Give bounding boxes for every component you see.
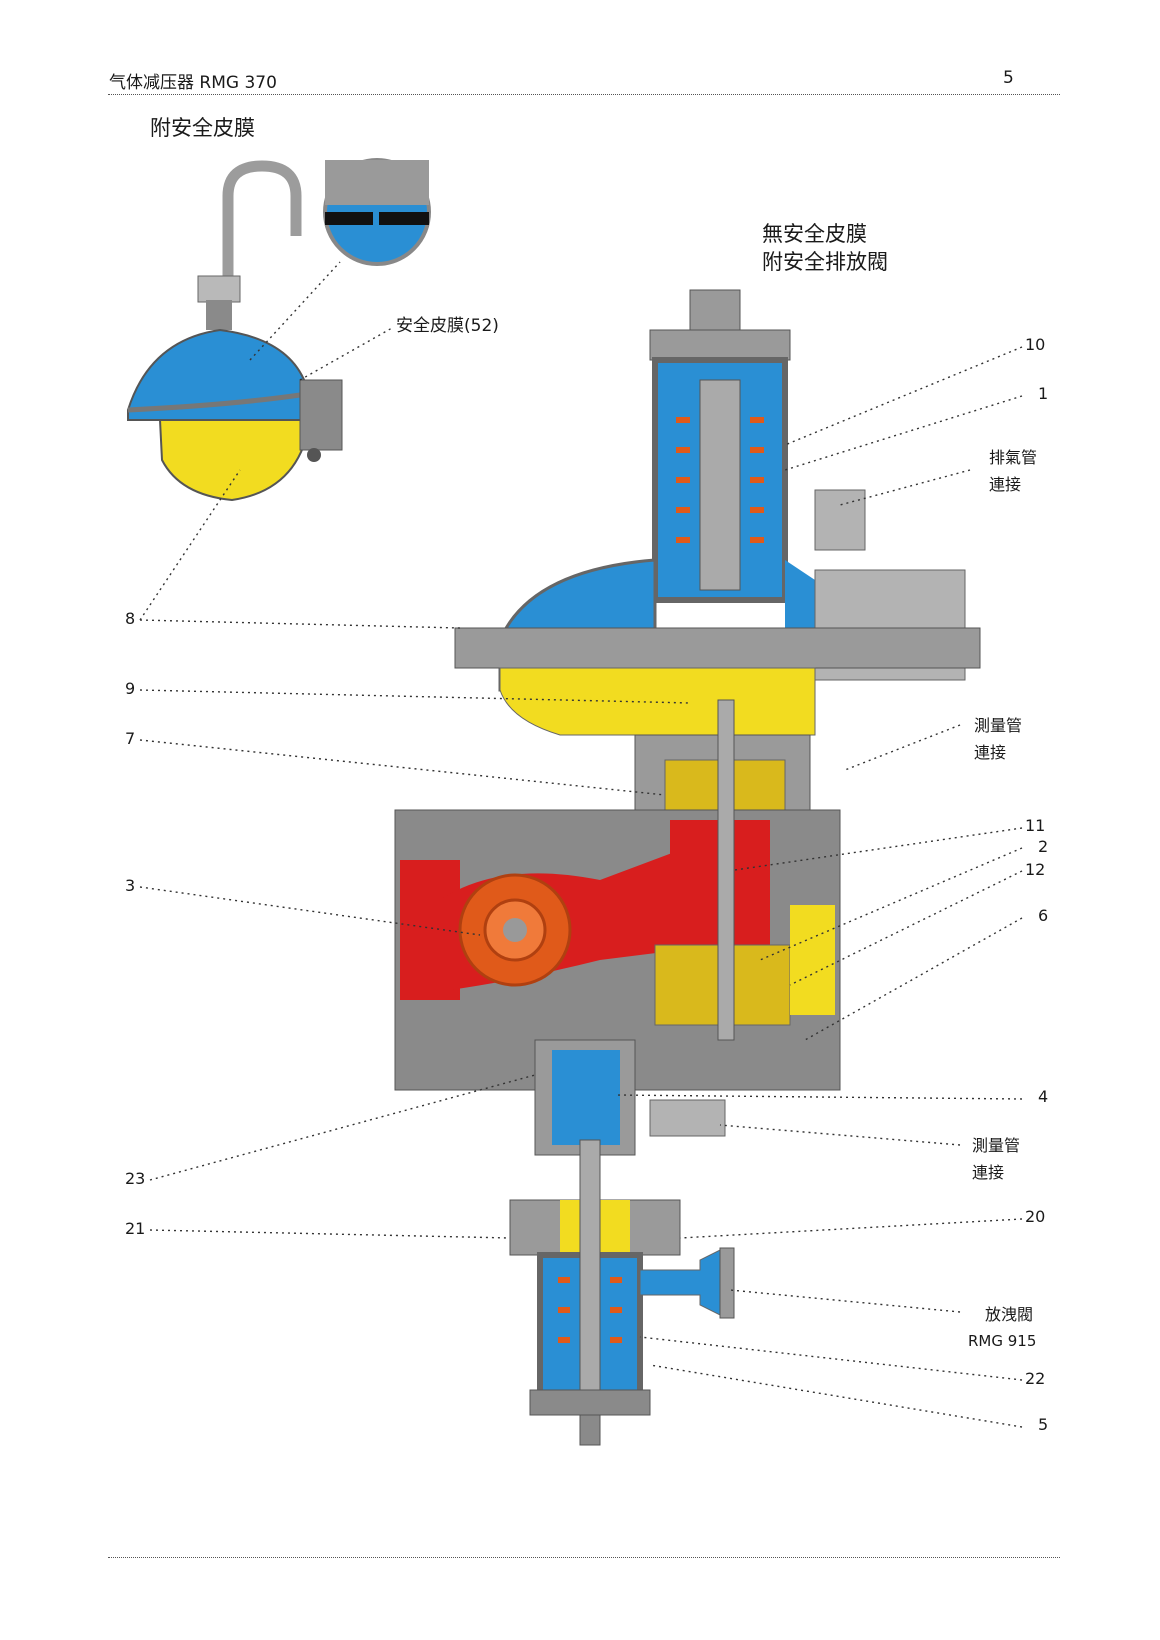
actuator-diaphragm <box>454 489 981 736</box>
part-number-6: 6 <box>1038 906 1049 925</box>
label-relief-valve-2: RMG 915 <box>968 1332 1037 1350</box>
label-vent-connection-1: 排氣管 <box>989 448 1038 467</box>
part-number-10: 10 <box>1025 335 1046 354</box>
part-number-21: 21 <box>125 1219 146 1238</box>
part-number-5: 5 <box>1038 1415 1049 1434</box>
label-safety-membrane: 安全皮膜(52) <box>396 316 499 336</box>
label-measure-connection-a-2: 連接 <box>974 743 1007 762</box>
page-number: 5 <box>1003 68 1014 88</box>
caption-with-membrane: 附安全皮膜 <box>150 116 255 140</box>
part-number-12: 12 <box>1025 860 1046 879</box>
label-vent-connection-2: 連接 <box>989 475 1022 494</box>
part-number-3: 3 <box>125 876 136 895</box>
part-number-7: 7 <box>125 729 136 748</box>
part-number-8: 8 <box>125 609 136 628</box>
actuator-upper <box>649 289 791 603</box>
caption-without-membrane: 無安全皮膜 <box>762 222 867 246</box>
inset-circle-detail <box>323 158 431 266</box>
page-header-title: 气体减压器 RMG 370 <box>109 73 277 93</box>
footer-rule <box>108 1557 1060 1558</box>
part-number-11: 11 <box>1025 816 1046 835</box>
part-number-20: 20 <box>1025 1207 1046 1226</box>
part-number-9: 9 <box>125 679 136 698</box>
part-number-22: 22 <box>1025 1369 1046 1388</box>
label-measure-connection-b-1: 測量管 <box>972 1136 1021 1155</box>
leader-lines <box>139 261 1023 1428</box>
part-number-1: 1 <box>1038 384 1049 403</box>
valve-body <box>394 699 841 1091</box>
label-measure-connection-a-1: 測量管 <box>974 716 1023 735</box>
label-measure-connection-b-2: 連接 <box>972 1163 1005 1182</box>
header-rule <box>108 94 1060 95</box>
caption-safety-relief: 附安全排放閥 <box>762 250 888 274</box>
part-number-2: 2 <box>1038 837 1049 856</box>
inset-membrane-housing <box>127 160 343 502</box>
label-relief-valve-1: 放洩閥 <box>985 1305 1034 1324</box>
pilot-lower <box>509 1039 735 1446</box>
part-number-23: 23 <box>125 1169 146 1188</box>
part-number-4: 4 <box>1038 1087 1049 1106</box>
